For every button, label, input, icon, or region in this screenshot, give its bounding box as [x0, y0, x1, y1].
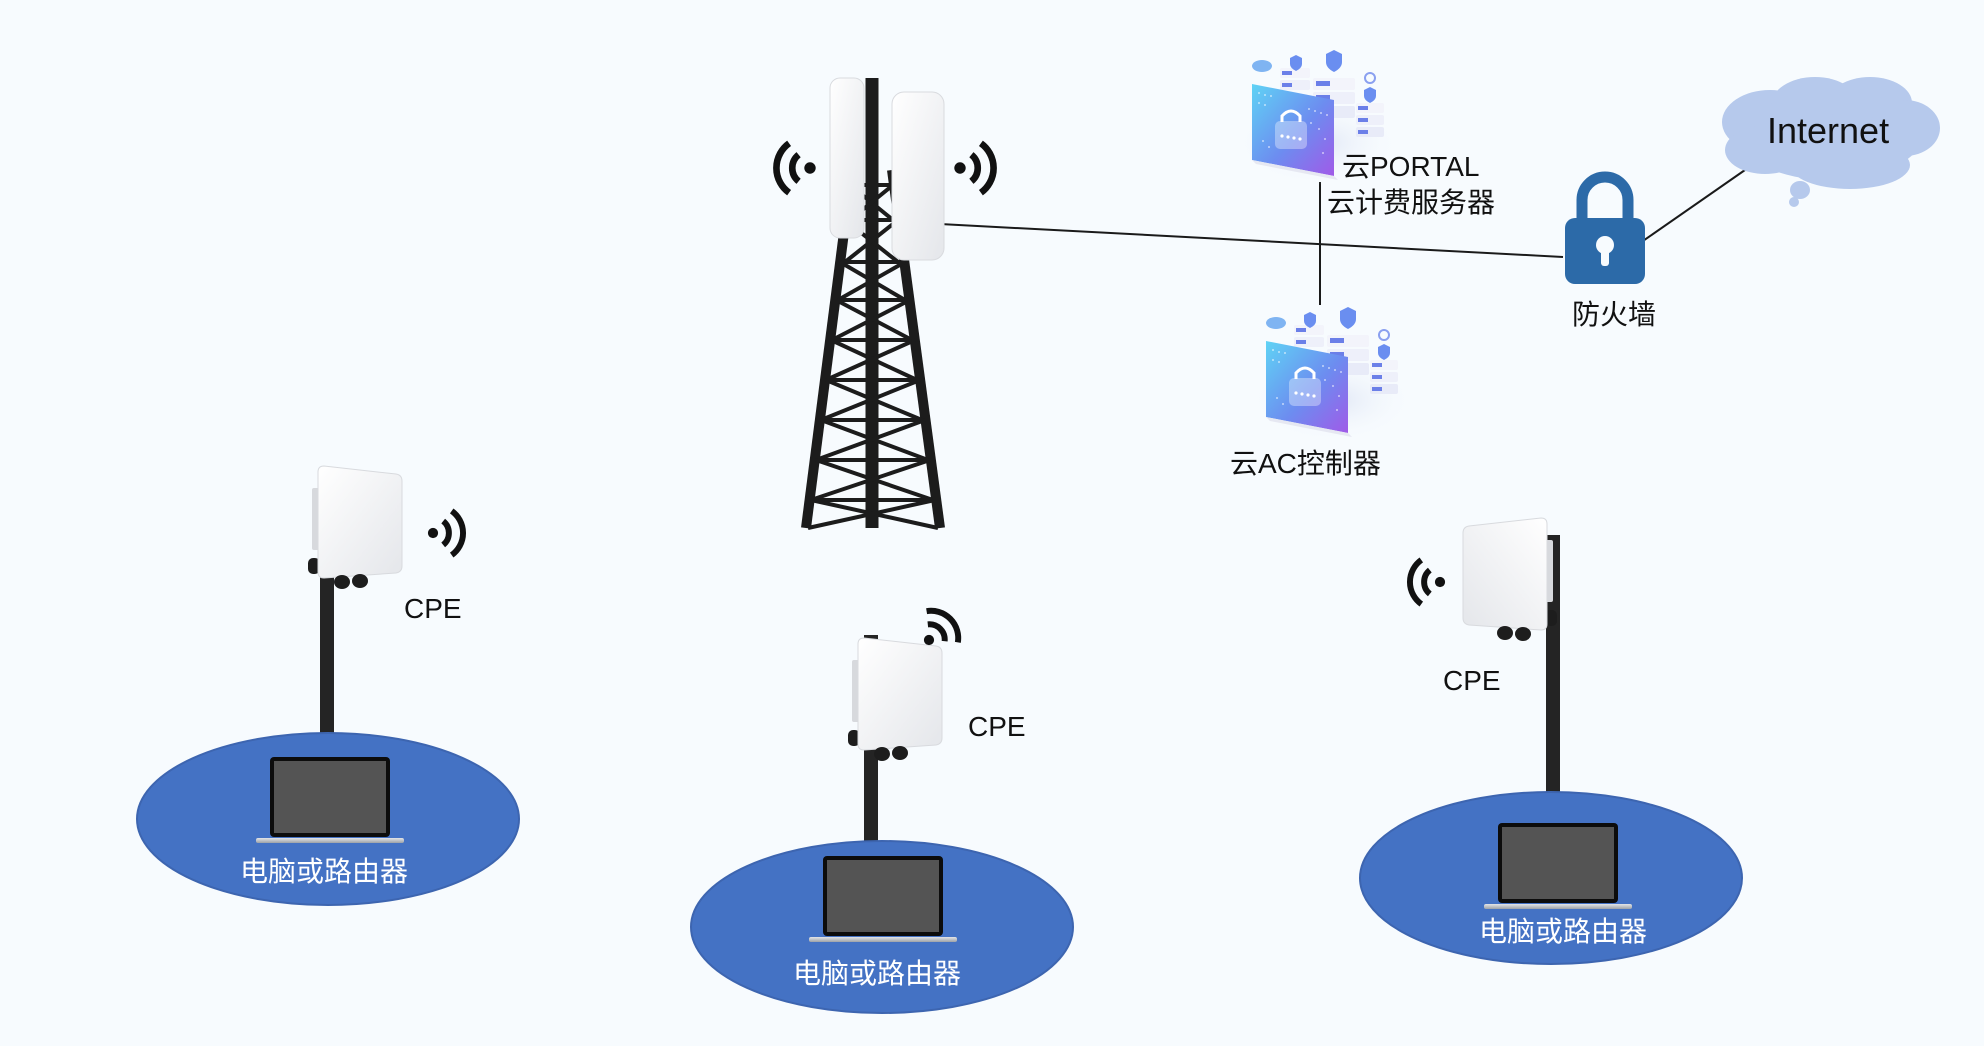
cpe-device-icon	[1462, 517, 1558, 642]
wifi-signal-icon	[776, 143, 815, 192]
wifi-signal-icon	[954, 143, 993, 192]
wifi-signal-icon	[428, 511, 463, 555]
client-label: 电脑或路由器	[240, 856, 409, 887]
cpe-label: CPE	[404, 593, 462, 624]
firewall-label: 防火墙	[1572, 299, 1657, 330]
tower-antenna-right	[891, 91, 945, 261]
cpe-label: CPE	[1443, 665, 1501, 696]
cpe-device-icon	[307, 465, 403, 590]
portal-server-label-line1: 云PORTAL	[1342, 151, 1480, 182]
cloud-icon	[1722, 77, 1940, 207]
cpe-device-icon	[847, 637, 943, 762]
link-tower-firewall	[939, 223, 1564, 258]
ac-controller-label: 云AC控制器	[1230, 448, 1381, 479]
lock-icon	[1565, 171, 1645, 284]
laptop-icon	[1484, 823, 1632, 909]
link-firewall-internet	[1639, 169, 1746, 244]
client-label: 电脑或路由器	[793, 958, 962, 989]
laptop-icon	[809, 856, 957, 942]
cpe-site-1	[136, 465, 520, 906]
portal-server-label-line2: 云计费服务器	[1327, 187, 1496, 218]
wifi-signal-icon	[1410, 560, 1445, 604]
tower-antenna-left	[829, 77, 865, 239]
internet-label: Internet	[1767, 110, 1890, 151]
cpe-label: CPE	[968, 711, 1026, 742]
cpe-site-3	[1359, 517, 1743, 965]
cpe-site-2	[690, 603, 1074, 1014]
ac-controller-icon	[1248, 305, 1416, 444]
client-label: 电脑或路由器	[1479, 916, 1648, 947]
laptop-icon	[256, 757, 404, 843]
